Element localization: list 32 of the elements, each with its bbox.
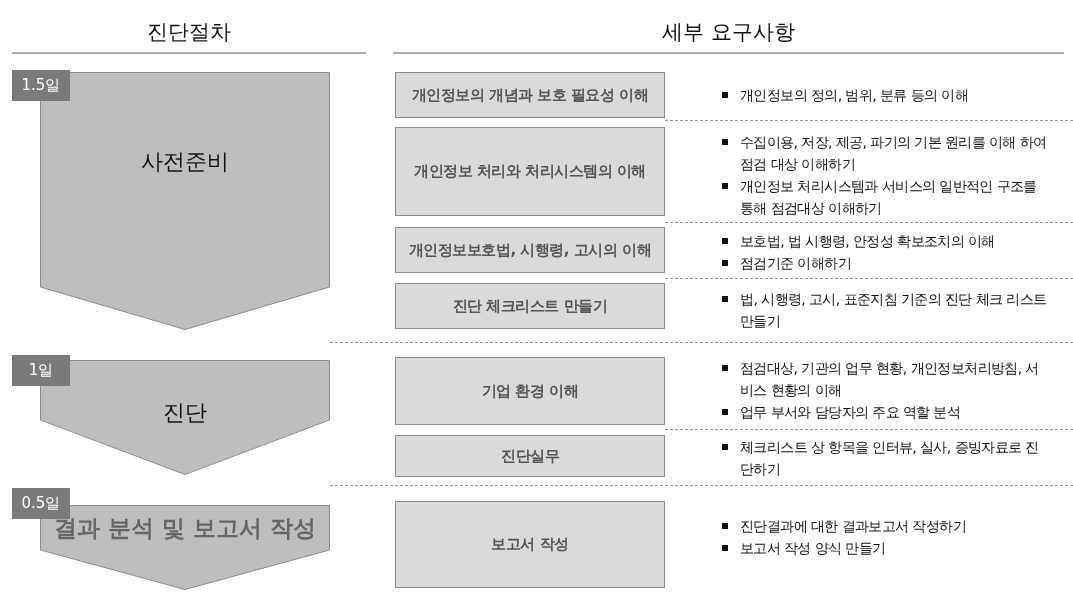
box-label: 개인정보 처리와 처리시스템의 이해: [414, 162, 646, 181]
bullet-item: 점검대상, 기관의 업무 현황, 개인정보처리방침, 서비스 현황의 이해: [717, 357, 1047, 401]
column-heading: 세부 요구사항: [661, 19, 796, 46]
box-label: 보고서 작성: [491, 535, 569, 554]
bullet-item: 점검기준 이해하기: [717, 252, 1047, 274]
bullet-item: 법, 시행령, 고시, 표준지침 기준의 진단 체크 리스트 만들기: [717, 288, 1047, 332]
bullet-item: 수집이용, 저장, 제공, 파기의 기본 원리를 이해 하여 점검 대상 이해하기: [717, 131, 1047, 175]
box-label: 개인정보보호법, 시행령, 고시의 이해: [408, 240, 652, 260]
column-heading: 진단절차: [146, 19, 232, 46]
requirement-box: [395, 435, 665, 477]
duration-badge: 0.5일: [12, 488, 70, 519]
requirement-box: [395, 357, 665, 425]
bullet-item: 업무 부서와 담당자의 주요 역할 분석: [717, 401, 1047, 423]
step-label: 진단: [162, 399, 208, 427]
box-label: 기업 환경 이해: [481, 381, 579, 401]
requirement-box: [395, 501, 665, 588]
requirement-box: [395, 227, 665, 273]
bullet-item: 보호법, 법 시행령, 안정성 확보조치의 이해: [717, 230, 1047, 252]
duration-badge: 1일: [12, 355, 70, 386]
requirement-box: [395, 283, 665, 329]
bullet-item: 개인정보 처리시스템과 서비스의 일반적인 구조를 통해 점검대상 이해하기: [717, 175, 1047, 219]
requirement-box: [395, 127, 665, 216]
requirement-box: [395, 72, 665, 118]
duration-badge: 1.5일: [12, 70, 70, 101]
bullet-item: 보고서 작성 양식 만들기: [717, 537, 1047, 559]
box-label: 진단실무: [501, 446, 559, 466]
box-label: 개인정보의 개념과 보호 필요성 이해: [411, 85, 649, 105]
step-label: 사전준비: [140, 148, 230, 176]
bullet-item: 체크리스트 상 항목을 인터뷰, 실사, 증빙자료로 진단하기: [717, 436, 1047, 480]
bullet-item: 개인정보의 정의, 범위, 분류 등의 이해: [717, 84, 1047, 106]
box-label: 진단 체크리스트 만들기: [452, 296, 608, 316]
bullet-item: 진단결과에 대한 결과보고서 작성하기: [717, 515, 1047, 537]
